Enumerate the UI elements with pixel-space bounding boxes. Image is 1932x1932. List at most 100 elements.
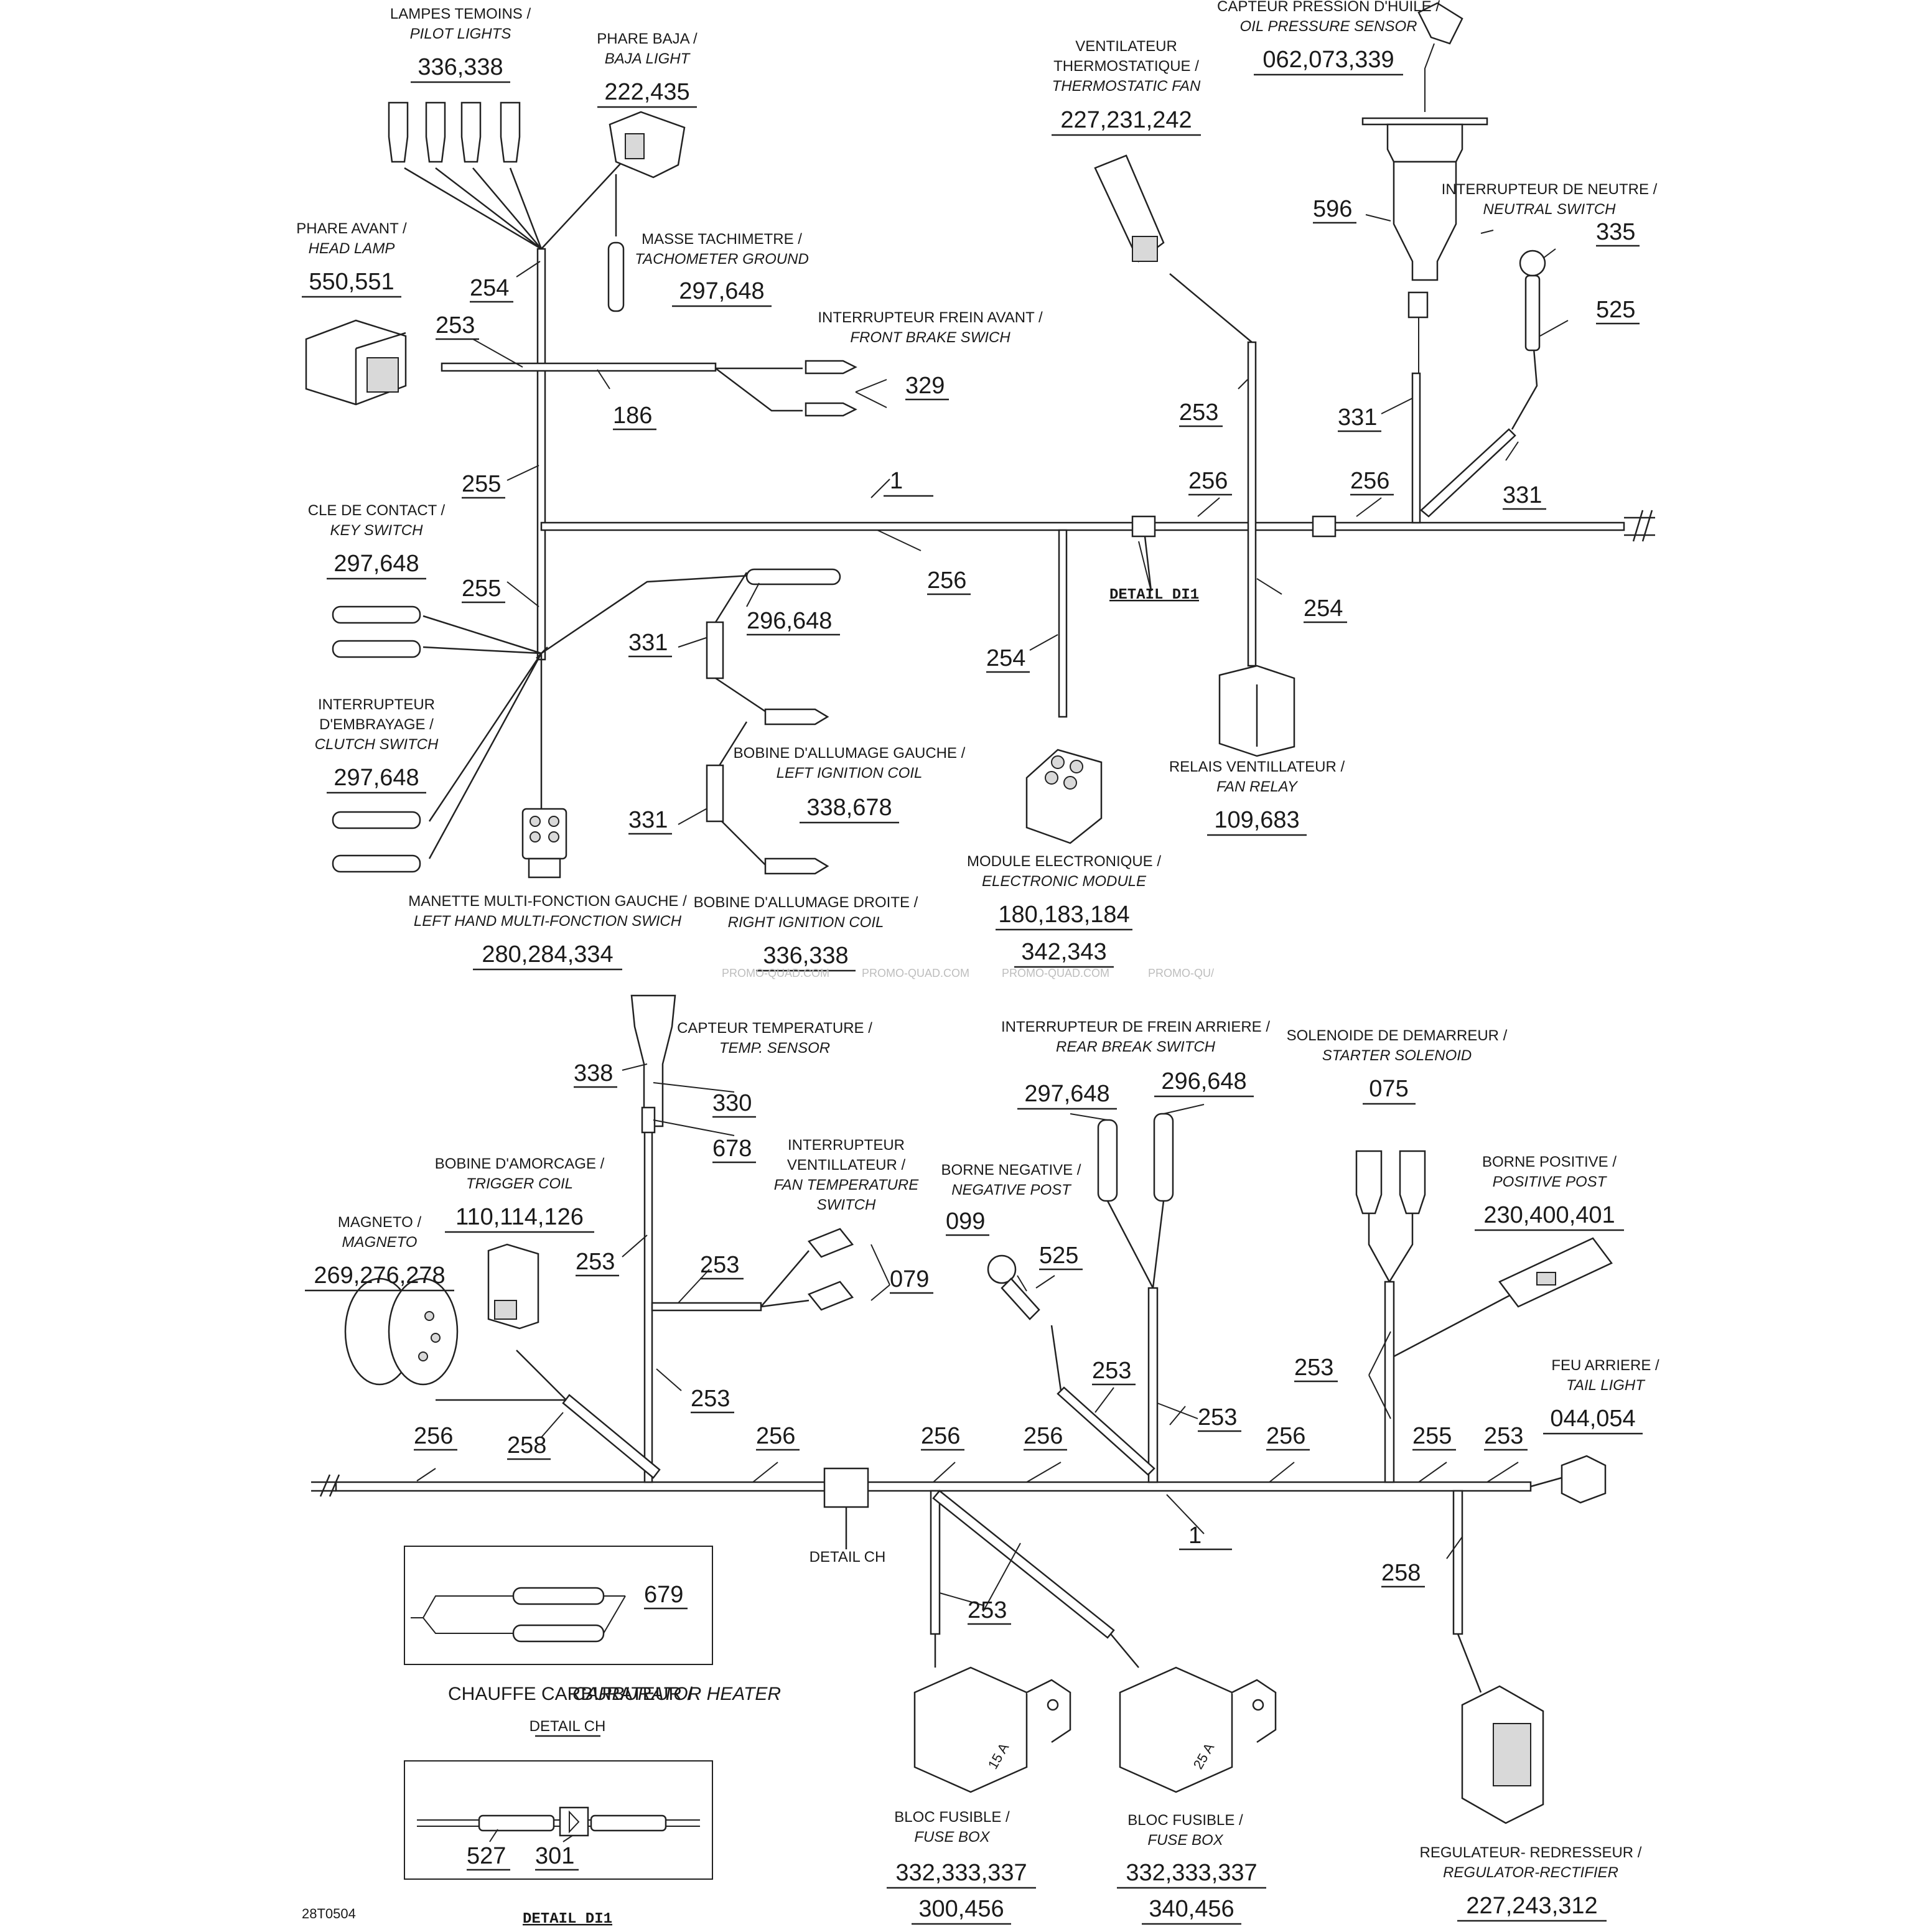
label-fan-temp-fr2: VENTILLATEUR / [787,1157,906,1174]
label-detail-di1-title: DETAIL DI1 [523,1911,612,1928]
parts-lh-switch: 280,284,334 [482,941,613,968]
watermark-1: PROMO-QUAD.COM [722,967,829,979]
label-trigger-coil-fr: BOBINE D'AMORCAGE / [435,1155,605,1172]
harness-branch-fuse2 [932,1490,1115,1639]
fan-relay-connector [1218,665,1295,757]
parts-thermo: 227,231,242 [1060,107,1192,133]
callout-186: 186 [613,403,652,429]
label-lh-switch-en: LEFT HAND MULTI-FONCTION SWICH [414,913,682,930]
label-clutch-en: CLUTCH SWITCH [315,736,439,753]
label-head-lamp-fr: PHARE AVANT / [296,220,407,237]
harness-branch-regulator [1452,1490,1463,1635]
parts-key-switch: 297,648 [334,551,419,577]
callout-253d: 253 [700,1252,739,1278]
fuse-box-2: 25 A [1119,1666,1277,1793]
callout-253: 253 [436,312,475,338]
callout-256b: 256 [1188,468,1228,494]
callout-256h: 256 [1266,1423,1305,1449]
callout-253f: 253 [1092,1358,1131,1384]
parts-oil: 062,073,339 [1262,47,1394,73]
label-neg-post-fr: BORNE NEGATIVE / [941,1162,1081,1178]
parts-baja: 222,435 [604,79,689,105]
harness-branch-rear-brake [1147,1287,1159,1483]
front-harness [404,161,1655,866]
label-thermo-en: THERMOSTATIC FAN [1052,78,1201,95]
front-brake-connectors [805,360,857,417]
harness-main-front [540,521,1625,531]
starter-solenoid-terminals [1355,1150,1426,1215]
splice-box [1312,515,1337,538]
parts-fuse2-b: 340,456 [1149,1896,1234,1922]
callout-253b: 253 [1179,399,1218,426]
label-fan-temp-en1: FAN TEMPERATURE [774,1177,919,1193]
regulator-connector [1461,1685,1544,1824]
drawing-ref: 28T0504 [302,1906,356,1921]
parts-solenoid: 075 [1369,1076,1408,1102]
ecm-connector [1025,749,1103,844]
label-neutral-fr: INTERRUPTEUR DE NEUTRE / [1442,181,1658,198]
parts-fuse1-a: 332,333,337 [895,1860,1027,1886]
detail-ch-box [404,1546,713,1665]
label-ecm-en: ELECTRONIC MODULE [982,873,1147,890]
parts-right-coil: 336,338 [763,943,848,969]
label-magneto-fr: MAGNETO / [338,1214,422,1231]
key-switch-terminals [332,605,421,658]
label-fan-relay-fr: RELAIS VENTILLATEUR / [1169,758,1345,775]
parts-ecm-2: 342,343 [1021,939,1106,965]
callout-253h: 253 [1294,1355,1333,1381]
label-carb-heater-fr: CHAUFFE CARBURATEUR / [448,1684,693,1704]
label-pos-post-fr: BORNE POSITIVE / [1482,1154,1617,1170]
label-temp-sensor-en: TEMP. SENSOR [719,1040,830,1057]
harness-branch-186 [441,362,717,372]
label-solenoid-en: STARTER SOLENOID [1322,1047,1472,1064]
oil-sensor [1361,2,1488,373]
detail-di1-box [404,1760,713,1880]
label-baja-fr: PHARE BAJA / [597,30,698,47]
watermark-4: PROMO-QU/ [1148,967,1214,979]
callout-258a: 258 [507,1432,546,1458]
harness-main-rear [335,1481,1532,1492]
label-tacho-fr: MASSE TACHIMETRE / [642,231,802,248]
label-neg-post-en: NEGATIVE POST [951,1182,1072,1198]
label-fuse1-fr: BLOC FUSIBLE / [894,1809,1010,1826]
callout-256a: 256 [927,567,966,594]
callout-256f: 256 [921,1423,960,1449]
callout-678: 678 [712,1136,752,1162]
harness-branch-neg-post [1057,1386,1155,1476]
harness-branch-fuse1 [930,1490,941,1635]
parts-regulator: 227,243,312 [1466,1893,1597,1919]
label-temp-sensor-fr: CAPTEUR TEMPERATURE / [677,1020,872,1037]
label-key-switch-en: KEY SWITCH [330,522,424,539]
thermo-fan-connector [1094,154,1165,263]
callout-331c: 331 [1338,404,1377,431]
harness-branch-ecm [1058,529,1068,718]
harness-branch-magneto [562,1394,661,1479]
watermark-2: PROMO-QUAD.COM [862,967,969,979]
callout-258b: 258 [1381,1560,1421,1586]
label-left-coil-fr: BOBINE D'ALLUMAGE GAUCHE / [734,745,966,762]
label-baja-en: BAJA LIGHT [605,50,691,67]
baja-light-connector [609,111,686,179]
callout-331d: 331 [1503,482,1542,508]
harness-branch-oil [1411,372,1421,524]
callout-338: 338 [574,1060,613,1086]
callout-254c: 254 [1304,595,1343,622]
callout-331a: 331 [628,630,668,656]
leader-lines [416,214,1569,1842]
callout-335: 335 [1596,219,1635,245]
parts-clutch: 297,648 [334,765,419,791]
label-fan-temp-en2: SWITCH [817,1197,876,1213]
harness-branch-fan [1247,341,1257,667]
callout-525a: 525 [1596,297,1635,323]
label-fuse2-en: FUSE BOX [1147,1832,1223,1849]
callout-254: 254 [470,275,509,301]
label-regulator-fr: REGULATEUR- REDRESSEUR / [1420,1844,1642,1861]
label-carb-heater-en: CARBURATOR HEATER [572,1684,781,1704]
label-detail-ch-ref: DETAIL CH [810,1549,886,1566]
trigger-coil-connector [487,1243,539,1330]
label-detail-ch-title: DETAIL CH [530,1718,606,1735]
label-tacho-en: TACHOMETER GROUND [635,251,809,268]
label-magneto-en: MAGNETO [342,1234,418,1251]
callout-330: 330 [712,1090,752,1116]
